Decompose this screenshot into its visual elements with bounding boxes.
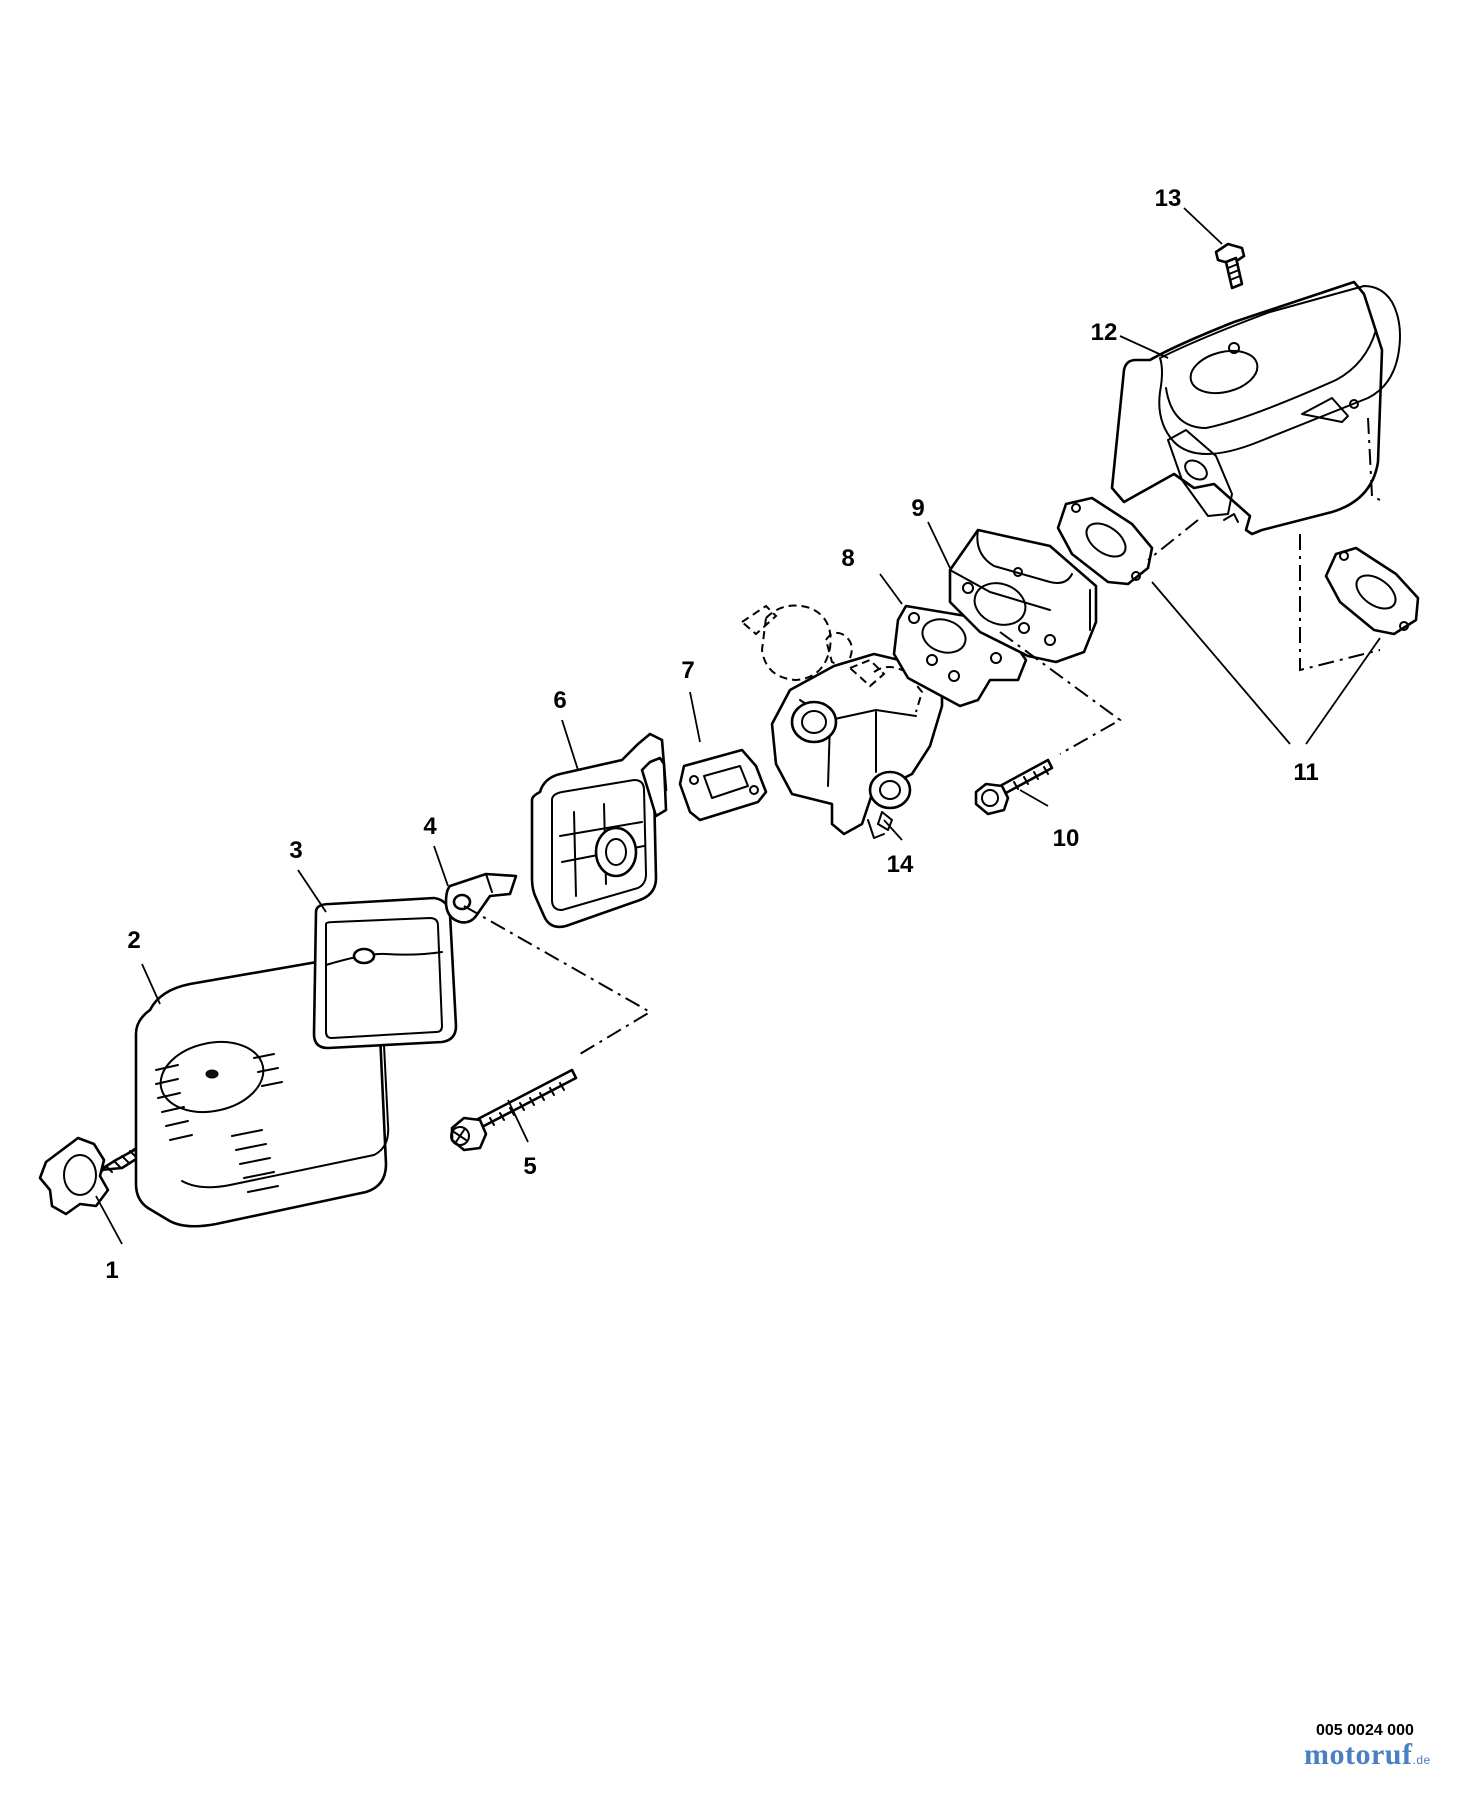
part-3-air-filter-element[interactable] xyxy=(312,896,458,1050)
callout-labels: 1 2 3 4 5 6 7 8 9 10 11 12 13 14 xyxy=(105,185,1318,1284)
part-9-insulator[interactable] xyxy=(948,528,1098,664)
part-1-knob[interactable] xyxy=(38,1136,146,1216)
watermark-logo: motoruf.de xyxy=(1304,1738,1431,1772)
part-14-carburetor[interactable] xyxy=(740,604,944,839)
part-11-gasket-lower[interactable] xyxy=(1324,546,1420,636)
callout-8: 8 xyxy=(841,545,854,572)
part-11-gasket-upper[interactable] xyxy=(1056,496,1154,586)
part-7-gasket[interactable] xyxy=(678,748,768,822)
callout-12: 12 xyxy=(1091,319,1118,346)
diagram-reference-number: 005 0024 000 xyxy=(1316,1722,1414,1739)
part-13-screw[interactable] xyxy=(1214,242,1246,290)
callout-5: 5 xyxy=(523,1153,536,1180)
part-12-shroud[interactable] xyxy=(1110,280,1401,536)
callout-6: 6 xyxy=(553,687,566,714)
callout-14: 14 xyxy=(887,851,914,878)
callout-9: 9 xyxy=(911,495,924,522)
callout-13: 13 xyxy=(1155,185,1182,212)
callout-2: 2 xyxy=(127,927,140,954)
callout-11: 11 xyxy=(1293,759,1318,786)
callout-4: 4 xyxy=(423,813,437,840)
cover-vent-slots xyxy=(155,1053,283,1193)
assembly-lines xyxy=(463,417,1381,1055)
part-6-air-cleaner-base[interactable] xyxy=(530,732,668,929)
watermark-text: motoruf xyxy=(1304,1738,1413,1771)
callout-7: 7 xyxy=(681,657,694,684)
leader-lines xyxy=(95,207,1381,1245)
watermark-suffix: .de xyxy=(1412,1753,1431,1767)
callout-3: 3 xyxy=(289,837,302,864)
part-4-bracket[interactable] xyxy=(444,872,518,924)
part-10-bolt[interactable] xyxy=(974,758,1054,816)
callout-10: 10 xyxy=(1053,825,1080,852)
callout-1: 1 xyxy=(105,1257,118,1284)
part-5-long-bolt[interactable] xyxy=(450,1068,578,1152)
